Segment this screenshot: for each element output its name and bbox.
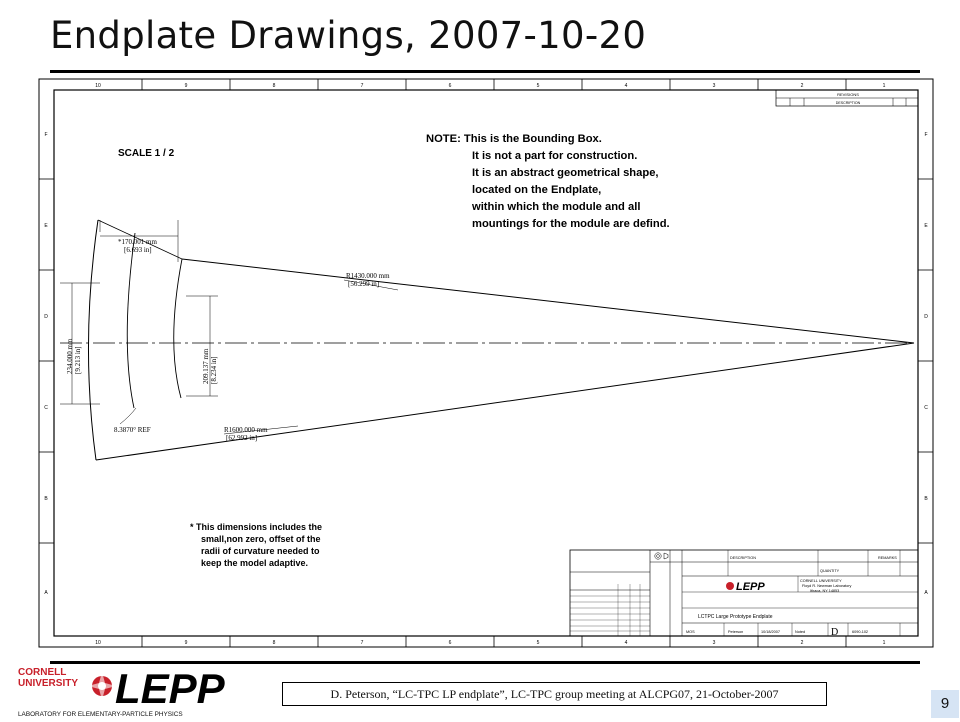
note-line-2: It is not a part for construction.	[472, 150, 637, 162]
border-letter-right-a: A	[924, 590, 928, 596]
footer-divider	[50, 661, 920, 664]
border-num-7: 7	[361, 83, 364, 89]
logo-tagline: LABORATORY FOR ELEMENTARY-PARTICLE PHYSI…	[18, 711, 183, 718]
note-line-3: It is an abstract geometrical shape,	[472, 167, 659, 179]
border-num-6: 6	[449, 83, 452, 89]
dim-left-height-mm: 234.000 mm	[66, 338, 74, 374]
dim-r-outer-mm: R1600.000 mm	[224, 426, 268, 434]
engineering-drawing: 10 9 8 7 6 5 4 3 2 1 10 9 8 7 6 5 4 3 2 …	[38, 78, 934, 648]
border-letter-left-f: F	[44, 132, 47, 138]
slide-title: Endplate Drawings, 2007-10-20	[50, 14, 647, 57]
border-num-bottom-7: 7	[361, 640, 364, 646]
logo-cornell-line2: UNIVERSITY	[18, 678, 78, 689]
bottom-edge	[95, 342, 915, 461]
title-block-lepp-text: LEPP	[736, 581, 765, 593]
title-block-lepp-logo: LEPP	[726, 581, 765, 593]
dim-right-height-in: [8.234 in]	[210, 356, 218, 384]
sheet-border	[38, 78, 934, 648]
border-letter-right-e: E	[924, 223, 928, 229]
title-block-quantity-label: QUANTITY	[820, 569, 840, 573]
border-num-1: 1	[883, 83, 886, 89]
border-letter-right-b: B	[924, 496, 928, 502]
footnote-line-3: radii of curvature needed to	[201, 546, 320, 556]
border-letter-left-a: A	[44, 590, 48, 596]
logo-lepp-text: LEPP	[115, 665, 226, 712]
title-block-dwg-no: 6090-102	[852, 630, 868, 634]
border-letter-left-c: C	[44, 405, 48, 411]
lepp-logo: CORNELL UNIVERSITY LEPP LABORATORY FOR E…	[16, 664, 226, 718]
top-edge	[181, 258, 915, 344]
border-num-bottom-5: 5	[537, 640, 540, 646]
dim-width-top-mm: *170.001 mm	[118, 238, 157, 246]
border-num-4: 4	[625, 83, 628, 89]
footnote-line-4: keep the model adaptive.	[201, 558, 308, 568]
title-divider	[50, 70, 920, 73]
border-num-10: 10	[95, 83, 101, 89]
note-line-6: mountings for the module are defind.	[472, 218, 670, 230]
title-block	[569, 549, 919, 637]
footnote-line-2: small,non zero, offset of the	[201, 534, 321, 544]
border-ticks	[39, 79, 933, 647]
revisions-label: REVISIONS	[837, 92, 859, 97]
border-num-bottom-8: 8	[273, 640, 276, 646]
logo-star-icon	[88, 672, 116, 700]
dim-r-outer-in: [62.992 in]	[226, 434, 257, 442]
border-num-3: 3	[713, 83, 716, 89]
footnote-block: * This dimensions includes the small,non…	[190, 522, 322, 568]
border-letter-right-c: C	[924, 405, 928, 411]
note-line-4: located on the Endplate,	[472, 184, 601, 196]
bounding-box-geometry	[60, 219, 915, 461]
dim-r-inner-in: [56.299 in]	[348, 280, 379, 288]
footnote-line-1: * This dimensions includes the	[190, 522, 322, 532]
title-block-drawing-title: LCTPC Large Prototype Endplate	[698, 614, 773, 620]
title-block-date: 10/18/2007	[761, 630, 780, 634]
revisions-description-label: DESCRIPTION	[836, 101, 861, 105]
title-block-drawn-by: MOS	[686, 630, 695, 634]
border-letter-left-b: B	[44, 496, 48, 502]
title-block-city: Ithaca, NY 14853	[810, 589, 839, 593]
outer-arc	[88, 219, 99, 461]
logo-cornell-line1: CORNELL	[18, 667, 66, 678]
title-block-description-label: DESCRIPTION	[730, 556, 756, 560]
note-line-5: within which the module and all	[471, 201, 640, 213]
border-num-bottom-10: 10	[95, 640, 101, 646]
border-num-5: 5	[537, 83, 540, 89]
border-num-bottom-1: 1	[883, 640, 886, 646]
title-block-company: CORNELL UNIVERSITY	[800, 579, 842, 583]
dim-r-inner-mm: R1430.000 mm	[346, 272, 390, 280]
border-num-bottom-6: 6	[449, 640, 452, 646]
note-line-1: NOTE: This is the Bounding Box.	[426, 133, 602, 145]
border-num-2: 2	[801, 83, 804, 89]
title-block-remarks-label: REMARKS	[878, 556, 897, 560]
border-num-bottom-3: 3	[713, 640, 716, 646]
border-num-bottom-4: 4	[625, 640, 628, 646]
middle-arc	[126, 232, 136, 409]
title-block-size: D	[831, 627, 838, 638]
border-num-8: 8	[273, 83, 276, 89]
dim-left-height-in: [9.213 in]	[74, 346, 82, 374]
title-block-lab: Floyd R. Newman Laboratory	[802, 584, 851, 588]
revisions-block: REVISIONS DESCRIPTION	[775, 89, 919, 107]
border-letter-right-d: D	[924, 314, 928, 320]
border-letter-right-f: F	[924, 132, 927, 138]
border-letter-left-e: E	[44, 223, 48, 229]
page-number: 9	[931, 690, 959, 718]
border-letter-left-d: D	[44, 314, 48, 320]
note-block: NOTE: This is the Bounding Box. It is no…	[426, 133, 670, 230]
border-num-bottom-9: 9	[185, 640, 188, 646]
title-block-scale: Noted	[795, 630, 805, 634]
border-num-bottom-2: 2	[801, 640, 804, 646]
dim-right-height-mm: 209.137 mm	[202, 348, 210, 384]
footer-citation: D. Peterson, “LC-TPC LP endplate”, LC-TP…	[282, 682, 827, 706]
dim-angle-ref: 8.3870° REF	[114, 426, 151, 434]
frame-border	[53, 89, 919, 637]
title-block-drawn-for: Peterson	[728, 630, 743, 634]
scale-label: SCALE 1 / 2	[118, 148, 175, 159]
dim-width-top-in: [6.693 in]	[124, 246, 152, 254]
inner-arc	[173, 258, 183, 399]
border-num-9: 9	[185, 83, 188, 89]
